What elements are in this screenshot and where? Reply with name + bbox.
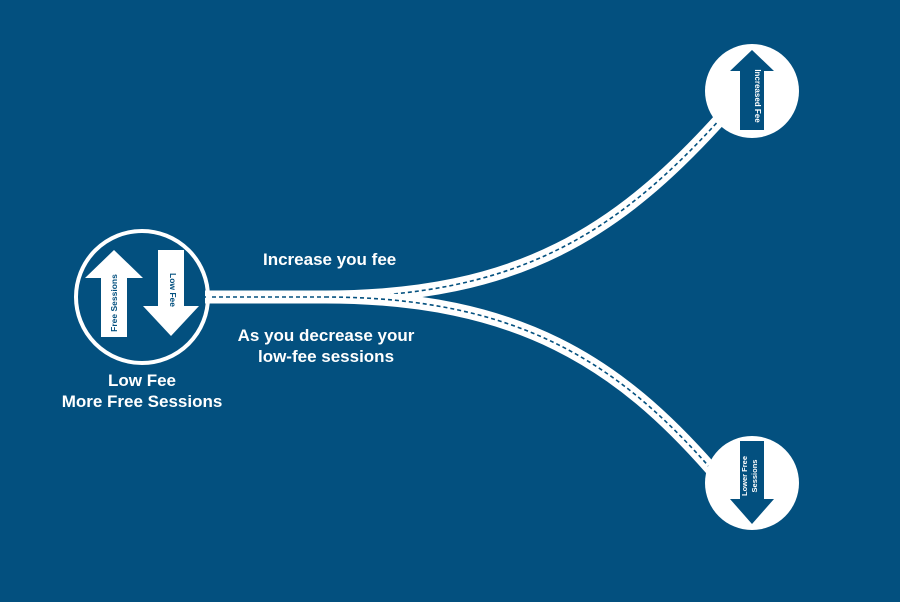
up-arrow-icon bbox=[85, 250, 143, 337]
start-caption-line2: More Free Sessions bbox=[61, 392, 223, 411]
start-node-caption: Low Fee More Free Sessions bbox=[52, 370, 232, 412]
down-arrow-icon bbox=[143, 250, 199, 336]
lower-branch-label: As you decrease your low-fee sessions bbox=[236, 325, 416, 367]
upper-branch-label: Increase you fee bbox=[263, 250, 397, 269]
start-caption-line1: Low Fee bbox=[107, 371, 176, 390]
increased-fee-label: Increased Fee bbox=[753, 69, 762, 123]
increased-fee-up-arrow-icon bbox=[730, 50, 774, 130]
start-node-ring bbox=[74, 229, 210, 365]
connector-lower bbox=[324, 290, 717, 475]
lower-free-sessions-node: Lower Free Sessions bbox=[705, 436, 799, 530]
up-arrow-label: Free Sessions bbox=[109, 274, 119, 332]
connector-upper bbox=[205, 112, 727, 304]
increased-fee-node: Increased Fee bbox=[705, 44, 799, 138]
lower-branch-label-line1: As you decrease your bbox=[237, 326, 415, 345]
lower-free-sessions-down-arrow-icon bbox=[730, 441, 774, 524]
down-arrow-label: Low Fee bbox=[168, 273, 178, 307]
lower-free-sessions-label-line1: Lower Free bbox=[740, 456, 749, 496]
lower-branch-label-line2: low-fee sessions bbox=[257, 347, 395, 366]
start-node: Free Sessions Low Fee bbox=[74, 229, 210, 365]
lower-free-sessions-label-line2: Sessions bbox=[750, 460, 759, 493]
